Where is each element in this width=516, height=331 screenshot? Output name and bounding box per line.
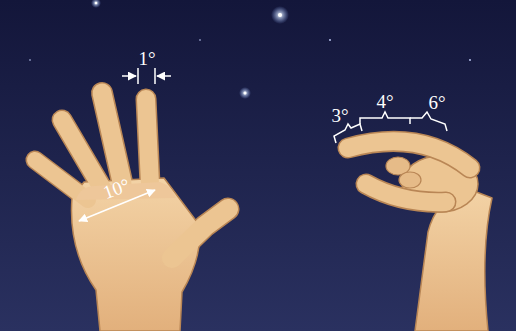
degree-brackets — [334, 112, 447, 143]
angle-label: 6° — [428, 93, 445, 112]
angle-label: 4° — [376, 92, 393, 111]
angle-label: 1° — [138, 49, 155, 68]
open-hand — [35, 93, 228, 331]
angle-label: 3° — [331, 106, 348, 125]
stars — [29, 0, 471, 99]
one-degree-marker — [122, 68, 171, 84]
pinch-hand — [348, 141, 492, 331]
